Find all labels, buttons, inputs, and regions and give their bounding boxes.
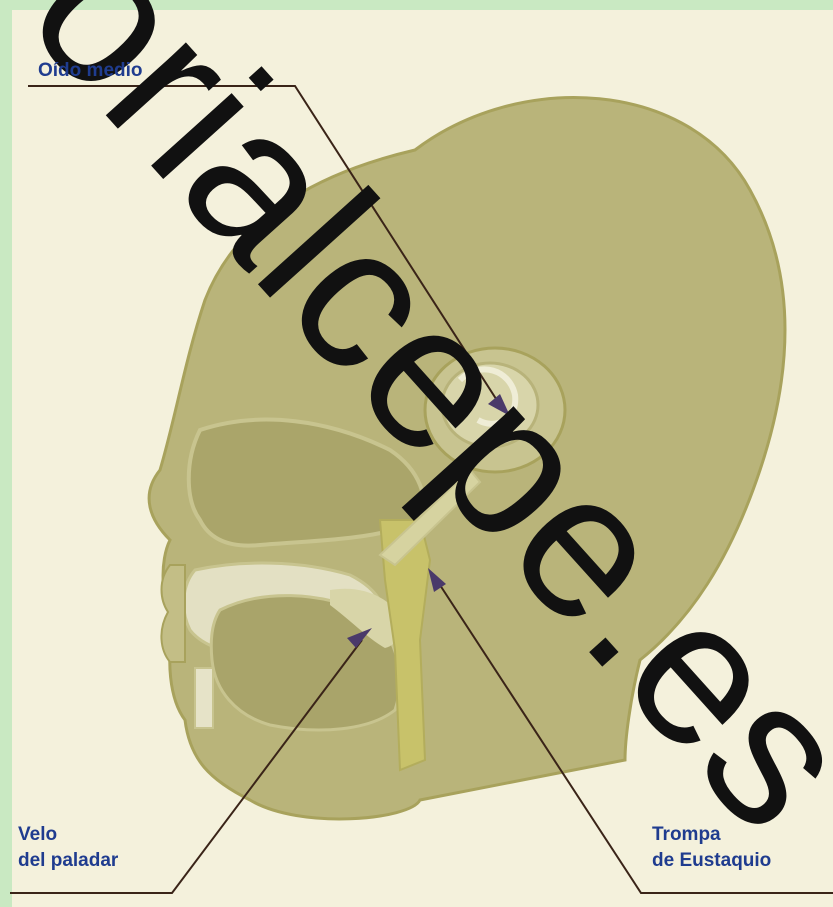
lips <box>161 565 185 662</box>
label-trompa-de-eustaquio: Trompa de Eustaquio <box>652 822 771 874</box>
label-velo-line2: del paladar <box>18 848 118 874</box>
teeth <box>195 668 213 728</box>
label-velo-line1: Velo <box>18 822 118 848</box>
label-oido-medio-text: Oído medio <box>38 60 143 81</box>
label-velo-del-paladar: Velo del paladar <box>18 822 118 874</box>
label-oido-medio: Oído medio <box>38 58 143 84</box>
label-trompa-line1: Trompa <box>652 822 771 848</box>
label-trompa-line2: de Eustaquio <box>652 848 771 874</box>
